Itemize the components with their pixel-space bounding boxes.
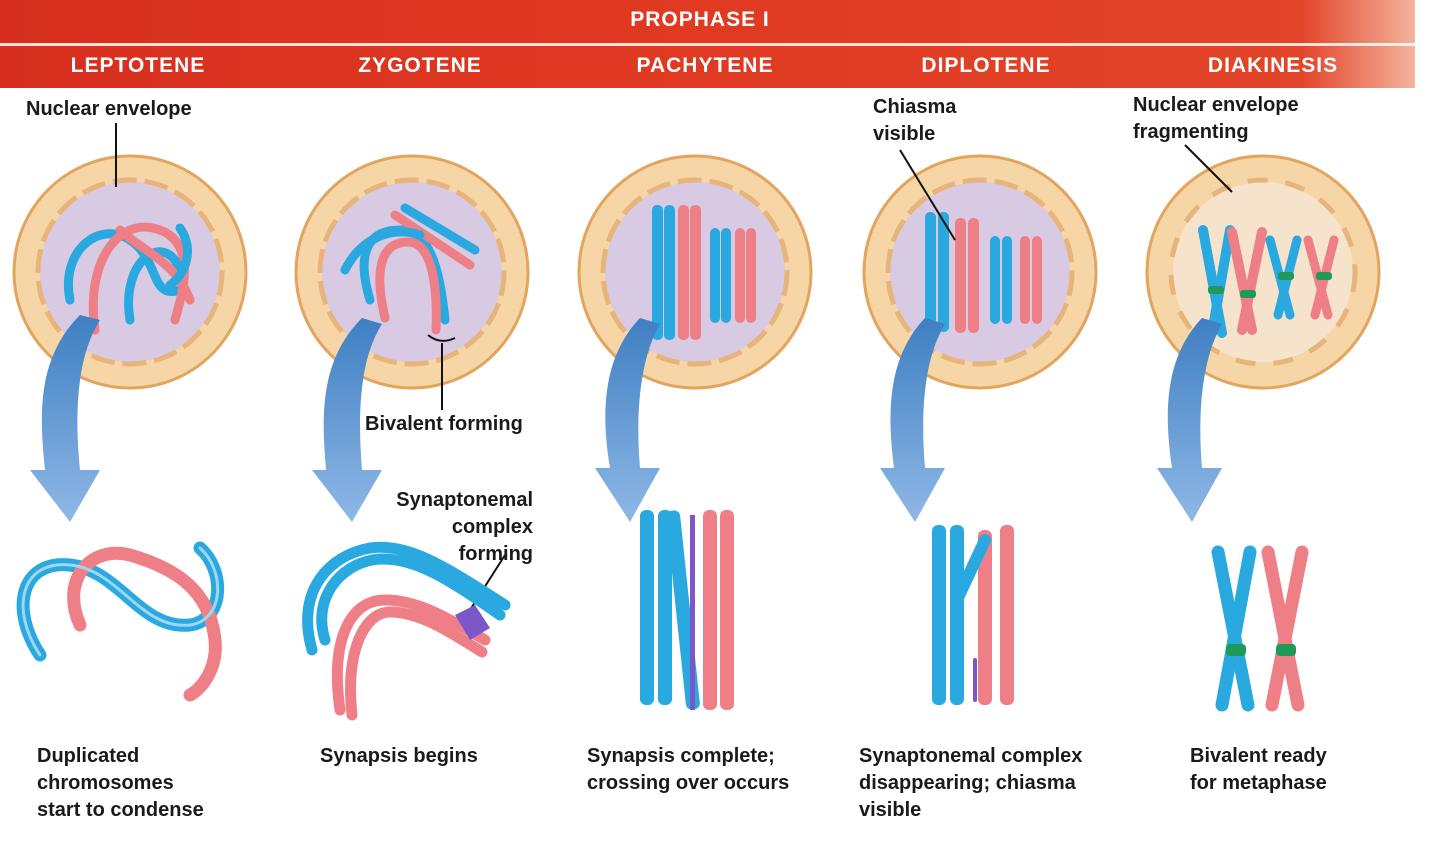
stage-diakinesis: DIAKINESIS (1207, 54, 1339, 77)
stage-zygotene: ZYGOTENE (358, 54, 482, 77)
caption-diplotene: Synaptonemal complex disappearing; chias… (859, 745, 1083, 821)
stage-diplotene: DIPLOTENE (921, 54, 1051, 77)
zygotene-detail (302, 541, 511, 721)
nuclear-envelope-fragmenting-label: Nuclear envelope fragmenting (1133, 94, 1299, 143)
diplotene-chromatin (925, 212, 1042, 333)
diakinesis-detail (1211, 545, 1309, 712)
nucleus-zygotene (296, 156, 528, 388)
bivalent-forming-pointer (427, 334, 456, 410)
stage-leptotene: LEPTOTENE (70, 54, 206, 77)
fragmenting-pointer (1184, 144, 1233, 193)
banner-divider (0, 43, 1415, 46)
stage-arrows (30, 315, 1222, 522)
bivalent-forming-label: Bivalent forming (365, 413, 523, 435)
stage-pachytene: PACHYTENE (636, 54, 774, 77)
chiasma-visible-label: Chiasma visible (873, 96, 957, 145)
diplotene-detail (932, 525, 1014, 705)
chiasma-pointer (899, 149, 956, 241)
nucleus-diplotene (864, 156, 1096, 388)
pachytene-detail (640, 510, 734, 710)
leptotene-chromatin (64, 222, 195, 335)
banner-title: PROPHASE I (630, 8, 770, 31)
nuclear-envelope-label: Nuclear envelope (26, 98, 192, 120)
synaptonemal-forming-label: Synaptonemal complex forming (396, 489, 533, 565)
pachytene-chromatin (652, 205, 756, 340)
caption-zygotene: Synapsis begins (320, 745, 478, 767)
caption-pachytene: Synapsis complete; crossing over occurs (587, 745, 790, 794)
caption-leptotene: Duplicated chromosomes start to condense (37, 745, 204, 821)
diakinesis-chromatin (1198, 225, 1339, 338)
zygotene-chromatin (340, 203, 480, 335)
caption-diakinesis: Bivalent ready for metaphase (1190, 745, 1327, 794)
leptotene-detail (16, 541, 225, 702)
